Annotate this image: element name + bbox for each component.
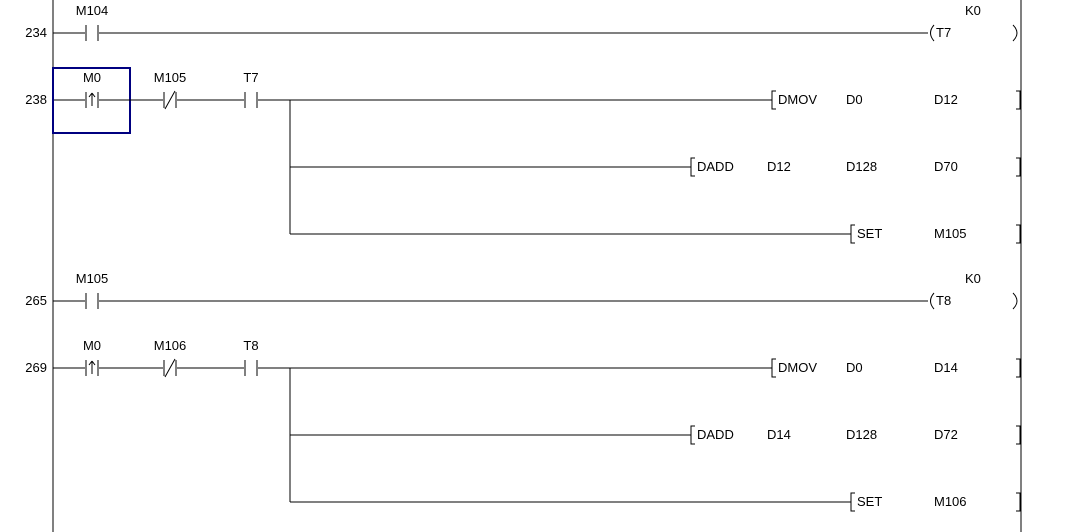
contact-m105[interactable]: M105 (99, 70, 187, 110)
instruction-arg: D12 (934, 92, 958, 107)
inst-right-bracket (1016, 224, 1021, 244)
inst-right-bracket (1016, 492, 1021, 512)
inst-left-bracket (850, 224, 855, 244)
instruction-arg: D72 (934, 427, 958, 442)
contact-label: M105 (154, 70, 187, 85)
coil-right-paren (1012, 24, 1018, 42)
instruction-op: SET (857, 494, 882, 509)
contact-t7[interactable]: T7 (177, 70, 259, 108)
inst-right-bracket (1016, 425, 1021, 445)
instruction-arg: M105 (934, 226, 967, 241)
instruction-dadd[interactable]: DADD D12 D128 D70 (690, 157, 1021, 177)
arrow-head-left (88, 360, 93, 366)
contact-m105[interactable]: M105 (53, 271, 108, 309)
step-number: 265 (25, 293, 47, 308)
arrow-head-left (88, 92, 93, 98)
instruction-dadd[interactable]: DADD D14 D128 D72 (690, 425, 1021, 445)
timer-setting: K0 (965, 271, 981, 286)
output-coil[interactable]: T7 K0 (930, 3, 1018, 42)
contact-m104[interactable]: M104 (53, 3, 108, 41)
contact-label: M106 (154, 338, 187, 353)
contact-label: T8 (243, 338, 258, 353)
timer-setting: K0 (965, 3, 981, 18)
instruction-arg: D14 (934, 360, 958, 375)
inst-right-bracket (1016, 358, 1021, 378)
instruction-arg: D14 (767, 427, 791, 442)
contact-label: M105 (76, 271, 109, 286)
instruction-arg: D0 (846, 360, 863, 375)
step-number: 234 (25, 25, 47, 40)
coil-device: T7 (936, 25, 951, 40)
instruction-op: DADD (697, 427, 734, 442)
contact-label: M0 (83, 338, 101, 353)
arrow-head-right (91, 360, 96, 366)
nc-slash (164, 90, 176, 110)
step-number: 269 (25, 360, 47, 375)
inst-right-bracket (1016, 90, 1021, 110)
instruction-arg: M106 (934, 494, 967, 509)
step-number: 238 (25, 92, 47, 107)
instruction-arg: D0 (846, 92, 863, 107)
instruction-op: SET (857, 226, 882, 241)
coil-device: T8 (936, 293, 951, 308)
inst-left-bracket (690, 157, 695, 177)
inst-left-bracket (850, 492, 855, 512)
instruction-set[interactable]: SET M106 (850, 492, 1021, 512)
coil-left-paren (930, 292, 935, 310)
arrow-head-right (91, 92, 96, 98)
contact-t8[interactable]: T8 (177, 338, 259, 376)
instruction-set[interactable]: SET M105 (850, 224, 1021, 244)
inst-left-bracket (690, 425, 695, 445)
contact-label: M0 (83, 70, 101, 85)
instruction-op: DMOV (778, 360, 817, 375)
contact-m0[interactable]: M0 (53, 338, 101, 376)
instruction-arg: D128 (846, 427, 877, 442)
instruction-dmov[interactable]: DMOV D0 D14 (771, 358, 1021, 378)
coil-left-paren (930, 24, 935, 42)
output-coil[interactable]: T8 K0 (930, 271, 1018, 310)
instruction-arg: D12 (767, 159, 791, 174)
contact-m106[interactable]: M106 (99, 338, 187, 378)
instruction-dmov[interactable]: DMOV D0 D12 (771, 90, 1021, 110)
instruction-arg: D70 (934, 159, 958, 174)
inst-right-bracket (1016, 157, 1021, 177)
contact-m0[interactable]: M0 (53, 70, 101, 108)
contact-label: M104 (76, 3, 109, 18)
inst-left-bracket (771, 358, 776, 378)
inst-left-bracket (771, 90, 776, 110)
nc-slash (164, 358, 176, 378)
instruction-op: DADD (697, 159, 734, 174)
contact-label: T7 (243, 70, 258, 85)
instruction-arg: D128 (846, 159, 877, 174)
coil-right-paren (1012, 292, 1018, 310)
instruction-op: DMOV (778, 92, 817, 107)
